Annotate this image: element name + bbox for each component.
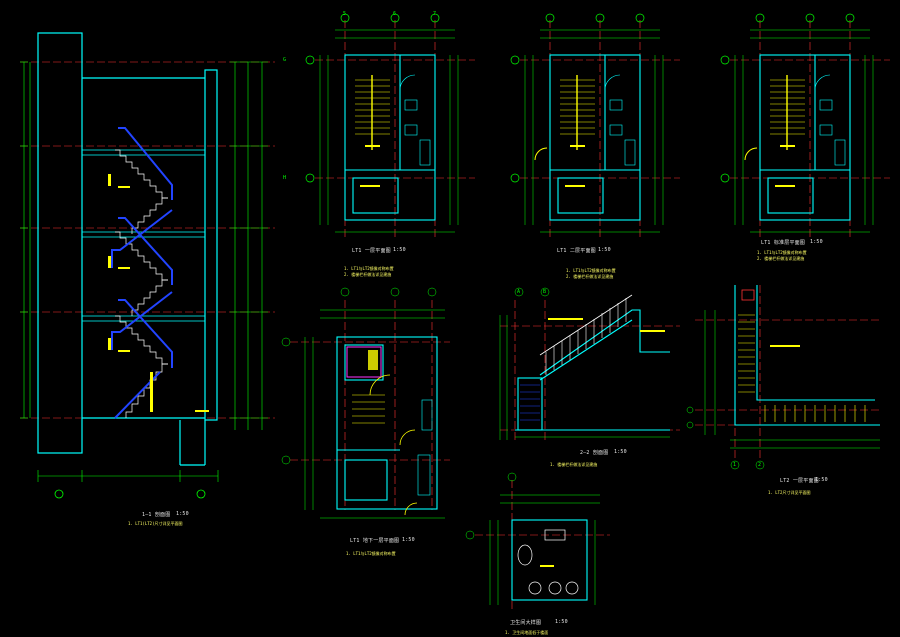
- lt1-basement-plan-note: 1. LT1与LT2镜像对称布置: [346, 551, 396, 556]
- lt1-second-plan-caption: LT1 二层平面图: [557, 248, 596, 254]
- axis-label-7: 7: [433, 11, 437, 17]
- section-1-1-view: [20, 32, 275, 499]
- lt1-ground-plan-scale: 1:50: [393, 247, 406, 253]
- axis-label-2: 2: [758, 462, 762, 468]
- axis-label-a: A: [517, 289, 521, 295]
- lt1-typical-plan-caption: LT1 标准层平面图: [761, 240, 806, 246]
- kitchen-plan-scale: 1:50: [555, 619, 568, 625]
- lt2-ground-plan-scale: 1:50: [815, 477, 828, 483]
- section-2-2-note: 1. 楼梯栏杆做法详见建施: [550, 462, 598, 467]
- section-2-2-scale: 1:50: [614, 449, 627, 455]
- axis-label-b: B: [543, 289, 547, 295]
- lt1-typical-plan-view: [720, 13, 891, 241]
- section-1-1-note: 1. LT1(LT2)尺寸详见平面图: [128, 521, 183, 526]
- kitchen-plan-caption: 卫生间大样图: [510, 620, 542, 626]
- axis-label-g: G: [283, 57, 287, 63]
- section-1-1-caption: 1—1 剖面图: [142, 512, 171, 518]
- axis-label-1: 1: [733, 462, 737, 468]
- lt1-second-plan-view: [510, 13, 681, 241]
- section-1-1-scale: 1:50: [176, 511, 189, 517]
- kitchen-plan-view: [465, 472, 610, 610]
- lt1-second-plan-note: 1. LT1与LT2镜像对称布置 2. 楼梯栏杆做法详见建施: [566, 268, 616, 279]
- lt1-second-plan-scale: 1:50: [598, 247, 611, 253]
- section-2-2-view: [499, 287, 680, 440]
- section-2-2-caption: 2—2 剖面图: [580, 450, 609, 456]
- lt2-ground-plan-note: 1. LT2尺寸详见平面图: [768, 490, 811, 495]
- lt1-typical-plan-note: 1. LT1与LT2镜像对称布置 2. 楼梯栏杆做法详见建施: [757, 250, 807, 261]
- lt1-typical-plan-scale: 1:50: [810, 239, 823, 245]
- lt1-basement-plan-caption: LT1 地下一层平面图: [350, 538, 400, 544]
- lt2-ground-plan-view: [686, 285, 880, 470]
- axis-label-h: H: [283, 175, 287, 181]
- lt1-basement-plan-view: [281, 287, 450, 519]
- lt1-basement-plan-scale: 1:50: [402, 537, 415, 543]
- kitchen-plan-note: 1. 卫生间地面低于楼面: [505, 630, 549, 635]
- axis-label-5: 5: [343, 11, 347, 17]
- axis-label-6: 6: [393, 11, 397, 17]
- lt2-ground-plan-caption: LT2 一层平面图: [780, 478, 819, 484]
- lt1-ground-plan-caption: LT1 一层平面图: [352, 248, 391, 254]
- lt1-ground-plan-note: 1. LT1与LT2镜像对称布置 2. 楼梯栏杆做法详见建施: [344, 266, 394, 277]
